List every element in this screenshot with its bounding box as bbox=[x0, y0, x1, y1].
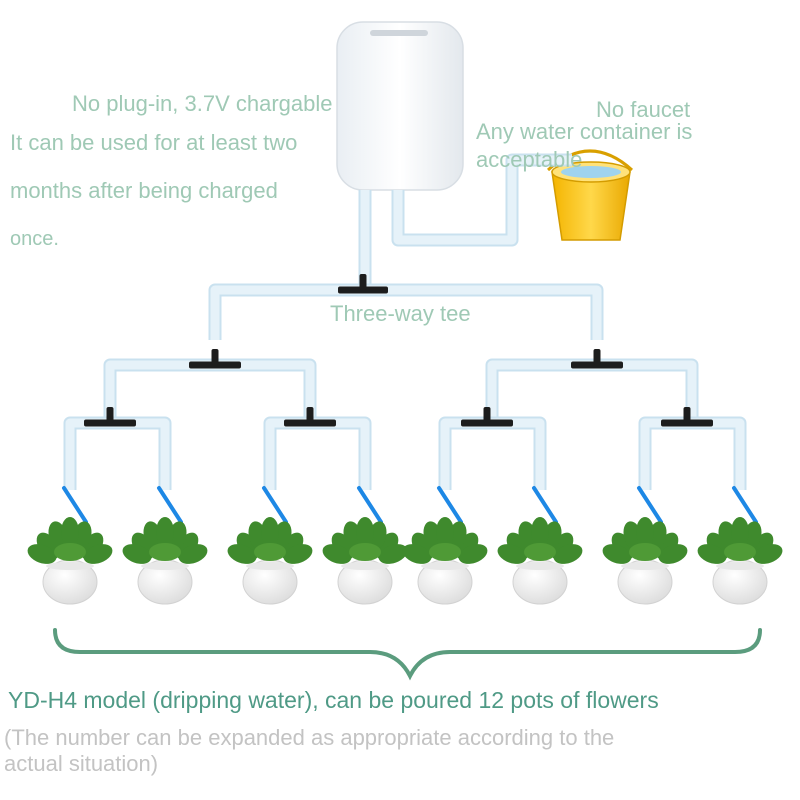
plant-leaves bbox=[227, 517, 313, 564]
potted-plant bbox=[497, 517, 583, 605]
potted-plant bbox=[227, 517, 313, 605]
tube-segment bbox=[105, 360, 315, 420]
tube-segment bbox=[65, 418, 170, 490]
plant-leaves bbox=[122, 517, 208, 564]
drip-line bbox=[357, 486, 383, 524]
container-text-line2: acceptable bbox=[476, 147, 583, 172]
drip-line bbox=[532, 486, 558, 524]
potted-plant bbox=[402, 517, 488, 605]
plant-leaves bbox=[497, 517, 583, 564]
tube-segment bbox=[265, 418, 370, 490]
drip-line bbox=[62, 486, 88, 524]
plant-leaves bbox=[27, 517, 113, 564]
drip-line bbox=[732, 486, 758, 524]
potted-plant bbox=[602, 517, 688, 605]
tube-segment bbox=[640, 418, 745, 490]
charge-text-line3: once. bbox=[10, 228, 59, 250]
water-pump bbox=[336, 21, 464, 191]
tube-segment bbox=[210, 285, 602, 340]
potted-plant bbox=[322, 517, 408, 605]
potted-plant bbox=[27, 517, 113, 605]
drip-line bbox=[262, 486, 288, 524]
drip-line bbox=[157, 486, 183, 524]
battery-label: No plug-in, 3.7V chargable bbox=[72, 91, 333, 116]
plant-leaves bbox=[602, 517, 688, 564]
tube-segment bbox=[487, 360, 697, 420]
note-line2: actual situation) bbox=[4, 751, 159, 776]
tube-segment bbox=[393, 155, 572, 245]
charge-text-line2: months after being charged bbox=[10, 178, 278, 203]
tee-connectors bbox=[84, 274, 713, 427]
container-text-line1: Any water container is bbox=[476, 119, 693, 144]
drip-line bbox=[437, 486, 463, 524]
plant-leaves bbox=[322, 517, 408, 564]
plant-leaves bbox=[697, 517, 783, 564]
water-bucket bbox=[546, 149, 634, 241]
drip-line bbox=[637, 486, 663, 524]
potted-plant bbox=[697, 517, 783, 605]
group-brace bbox=[53, 628, 762, 681]
no-faucet-label: No faucet bbox=[596, 97, 691, 122]
model-caption: YD-H4 model (dripping water), can be pou… bbox=[8, 687, 659, 713]
note-line1: (The number can be expanded as appropria… bbox=[4, 725, 615, 750]
plant-leaves bbox=[402, 517, 488, 564]
plant-pots bbox=[27, 517, 783, 605]
potted-plant bbox=[122, 517, 208, 605]
charge-text-line1: It can be used for at least two bbox=[10, 130, 298, 155]
drip-heads bbox=[62, 486, 758, 524]
tube-segment bbox=[440, 418, 545, 490]
three-way-tee-label: Three-way tee bbox=[330, 301, 471, 326]
